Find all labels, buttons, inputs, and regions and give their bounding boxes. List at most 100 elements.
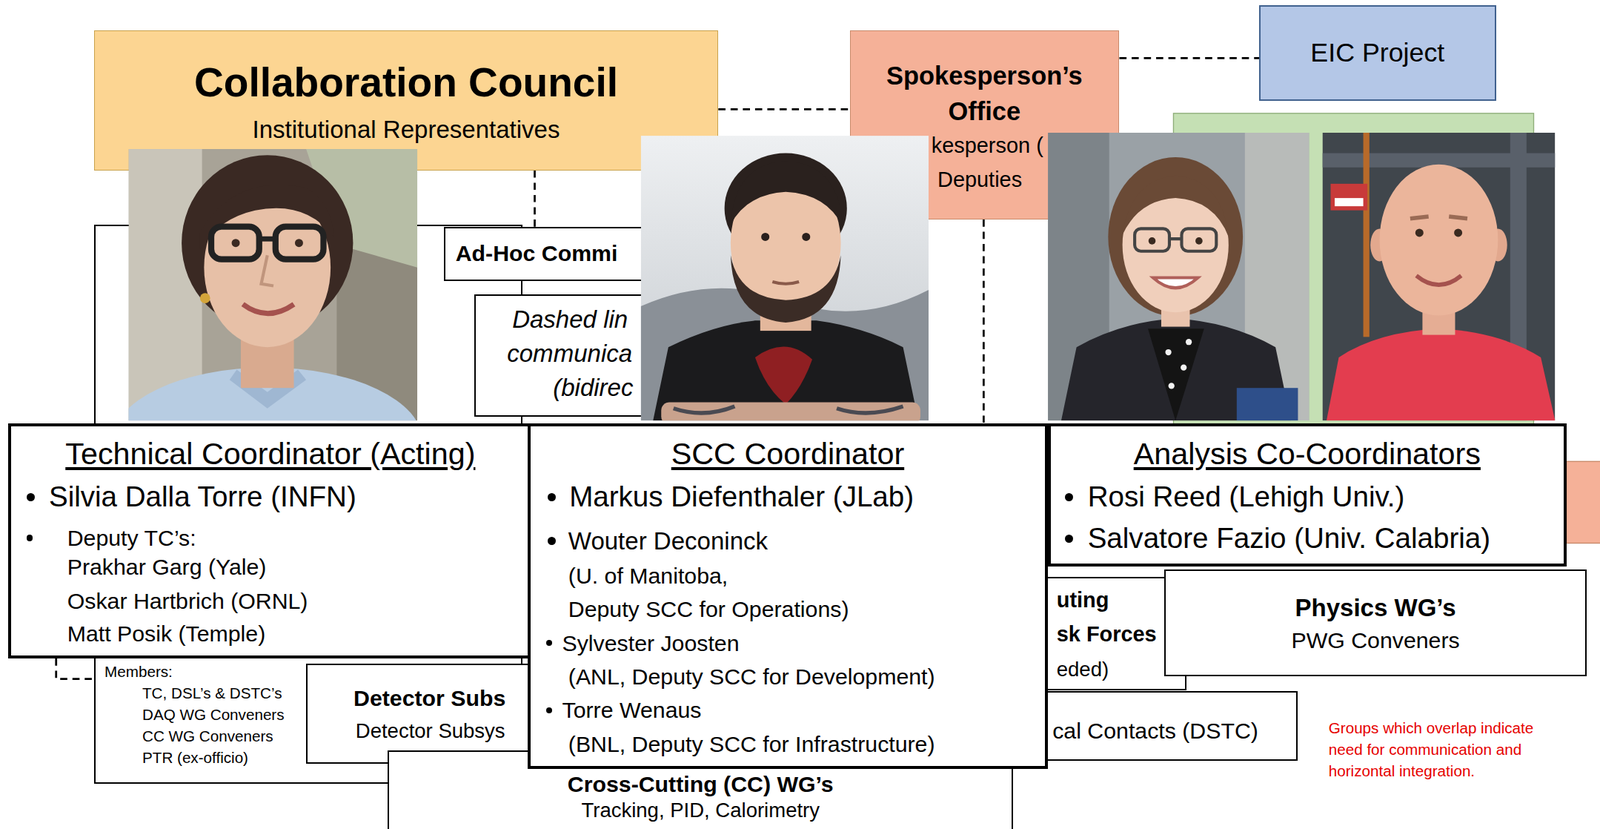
portrait-photo (755, 346, 813, 404)
text-line: cal Contacts (DSTC) (1052, 716, 1297, 746)
text-line: Torre Wenaus (562, 692, 1046, 727)
text-line: Tracking, PID, Calorimetry (389, 797, 1012, 823)
contacts-box: cal Contacts (DSTC) (1010, 690, 1298, 761)
portrait-photo (1134, 228, 1170, 251)
text-line: PTR (ex-officio) (142, 747, 521, 769)
text-line: Members: (104, 661, 521, 683)
text-line: SCC Coordinator (530, 435, 1045, 473)
committee-box: Ad-Hoc Commi (443, 226, 653, 281)
text-line: (bidirec (552, 370, 652, 404)
box-text: Physics WG’s (1294, 593, 1456, 622)
portrait-photo (1330, 183, 1368, 211)
box-text: eded) (1056, 657, 1109, 681)
portrait-photo (641, 135, 929, 421)
portrait-photo (1185, 338, 1192, 345)
coordinator-box: Analysis Co-CoordinatorsRosi Reed (Lehig… (1047, 423, 1566, 567)
portrait-photo (1168, 382, 1175, 389)
box-text: (U. of Manitoba, (568, 563, 728, 588)
bullet-dot (547, 492, 556, 501)
portrait-photo (1410, 216, 1468, 219)
box-text: Ad-Hoc Commi (455, 240, 619, 266)
portrait-photo (200, 292, 211, 304)
portrait-photo (1322, 132, 1555, 421)
box-text: kesperson ( (931, 133, 1044, 158)
text-line: Deputy SCC for Operations) (568, 592, 1045, 626)
portrait-photo (1107, 157, 1243, 317)
box-text: Deputy TC’s: (67, 525, 197, 550)
text-line: Deputies (937, 165, 1119, 195)
box-heading: Technical Coordinator (Acting) (65, 436, 476, 471)
box-text: Salvatore Fazio (Univ. Calabria) (1087, 521, 1491, 554)
text-line: Salvatore Fazio (Univ. Calabria) (1087, 520, 1564, 556)
box-text: (BNL, Deputy SCC for Infrastructure) (568, 731, 936, 756)
side-panel (1566, 460, 1600, 543)
box-text: cal Contacts (DSTC) (1052, 718, 1259, 743)
box-text: Cross-Cutting (CC) WG’s (567, 771, 834, 796)
dashed-connector (533, 170, 536, 227)
portrait-photo (673, 406, 904, 413)
dashed-connector (718, 108, 851, 111)
portrait-photo (1326, 328, 1555, 421)
portrait-photo (128, 148, 418, 421)
dashed-connector (982, 219, 985, 424)
project-box: EIC Project (1259, 5, 1496, 101)
box-text: EIC Project (1310, 37, 1445, 68)
portrait-photo (801, 232, 811, 241)
portrait-photo (128, 148, 418, 421)
text-line: uting (1056, 585, 1186, 615)
dashed-connector (1119, 57, 1260, 60)
portrait-photo (1181, 228, 1217, 251)
portrait-photo (641, 135, 929, 421)
box-text: Tracking, PID, Calorimetry (581, 798, 820, 822)
box-text: Institutional Representatives (252, 115, 561, 144)
portrait-photo (211, 226, 260, 260)
box-text: Detector Subsys (355, 718, 506, 742)
box-text: Deputies (937, 167, 1022, 192)
box-text: PWG Conveners (1290, 627, 1460, 653)
box-text: Wouter Deconinck (568, 526, 768, 555)
note-box: Groups which overlap indicate need for c… (1328, 717, 1569, 782)
box-text: Detector Subs (353, 685, 506, 710)
box-heading: SCC Coordinator (671, 436, 905, 471)
portrait-photo (1236, 387, 1299, 421)
text-line: Cross-Cutting (CC) WG’s (389, 770, 1012, 798)
box-text: TC, DSL’s & DSTC’s (142, 684, 283, 702)
text-line: Rosi Reed (Lehigh Univ.) (1087, 479, 1564, 515)
box-text: Oskar Hartbrich (ORNL) (67, 588, 309, 613)
bullet-dot (26, 534, 33, 541)
text-line: communica (506, 336, 652, 370)
note-text: Groups which overlap indicate need for c… (1328, 717, 1569, 782)
box-text: Silvia Dalla Torre (INFN) (48, 480, 357, 513)
text-line: Sylvester Joosten (562, 626, 1046, 660)
portrait-photo (1379, 164, 1499, 316)
portrait-photo (1195, 237, 1203, 245)
portrait-photo (1415, 228, 1424, 237)
text-line: Dashed lin (512, 302, 652, 336)
text-line: Institutional Representatives (94, 114, 719, 145)
dashed-connector (56, 658, 95, 679)
box-text: DAQ WG Conveners (142, 705, 285, 723)
bullet-dot (546, 706, 553, 713)
box-text: Members: (104, 662, 173, 680)
portrait-photo (1164, 349, 1171, 355)
box-text: CC WG Conveners (142, 727, 274, 745)
box-text: communica (506, 339, 633, 367)
box-text: Torre Wenaus (562, 697, 702, 722)
text-line: Prakhar Garg (Yale) (67, 552, 530, 582)
text-line: Deputy TC’s: (67, 523, 530, 553)
text-line: Detector Subs (353, 684, 530, 713)
note-box: Dashed lin communica (bidirec (474, 294, 653, 417)
portrait-photo (761, 232, 770, 241)
box-text: (ANL, Deputy SCC for Development) (568, 664, 936, 689)
box-text: Collaboration Council (194, 59, 619, 106)
portrait-photo (661, 401, 921, 421)
portrait-photo (294, 238, 304, 247)
bullet-dot (547, 536, 556, 545)
text-line: eded) (1056, 655, 1186, 683)
box-text: Dashed lin (512, 305, 628, 333)
text-line: PWG Conveners (1165, 626, 1586, 656)
text-line: kesperson ( (931, 131, 1120, 161)
text-line: Physics WG’s (1165, 592, 1586, 623)
